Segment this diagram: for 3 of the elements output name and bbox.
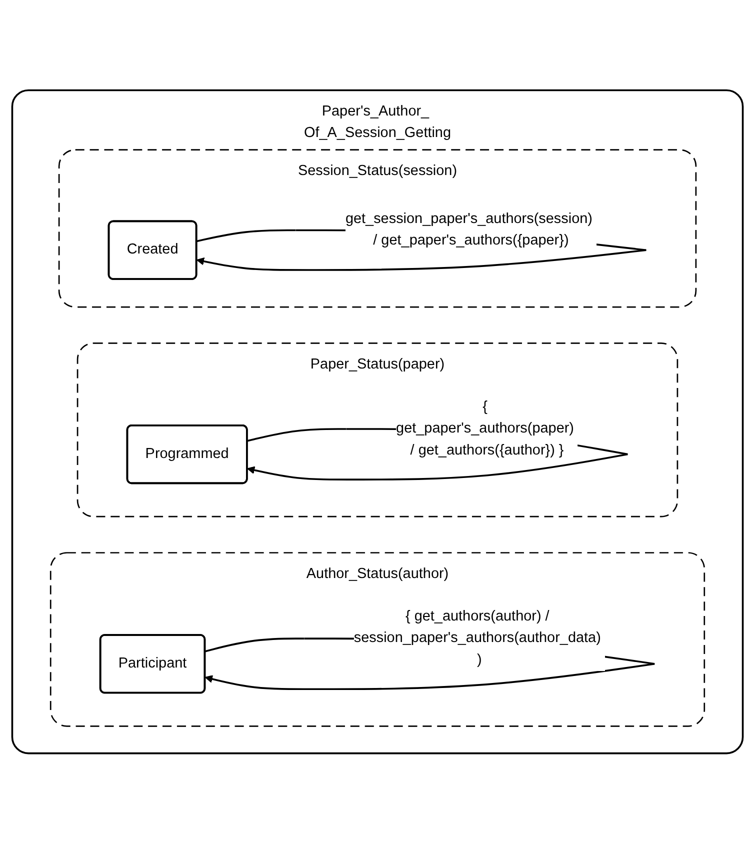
edge-label: { get_paper's_authors(paper) / get_authors({author}) } (396, 399, 574, 458)
edge-label: { get_authors(author) / session_paper's_authors(author_data) ) (354, 608, 601, 668)
edge-label: get_session_paper's_authors(session) / get_paper's_authors({paper}) (345, 212, 592, 249)
